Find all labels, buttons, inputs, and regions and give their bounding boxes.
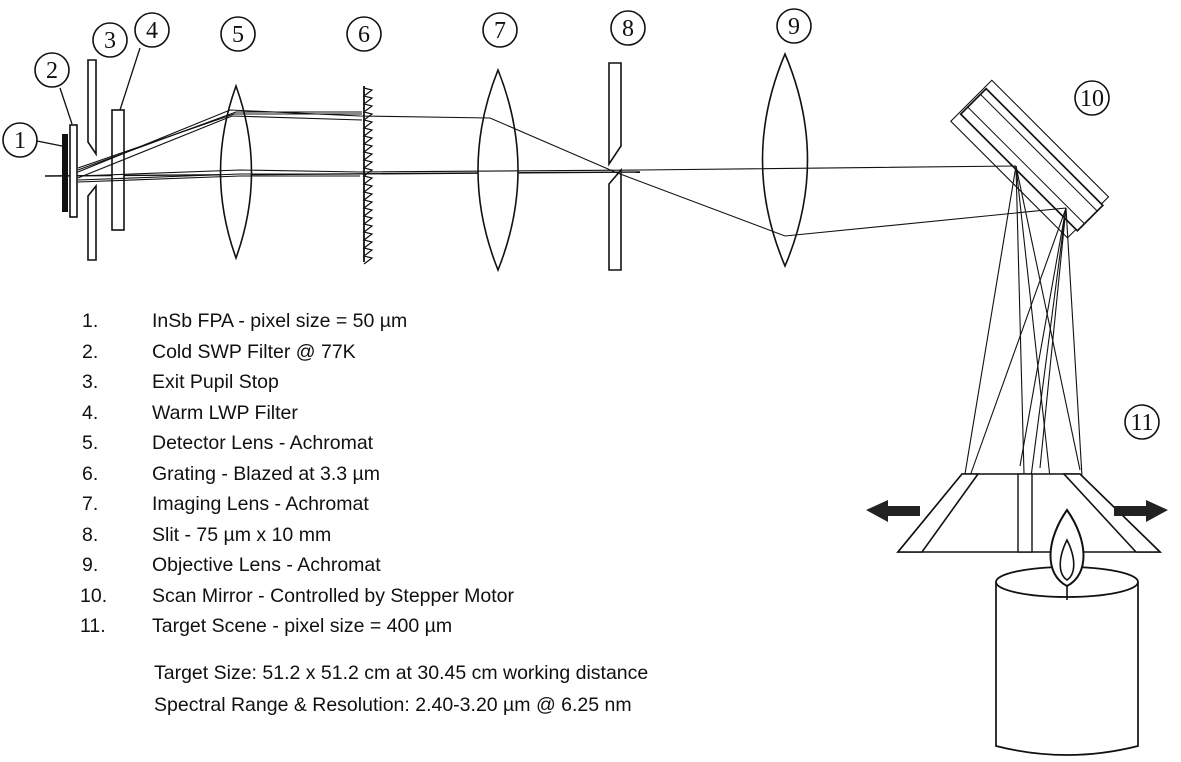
exit-pupil-stop	[87, 59, 97, 261]
callout-1: 1	[2, 122, 38, 158]
target-scene-stage	[896, 473, 1162, 553]
blazed-grating	[362, 86, 374, 265]
callout-label: 3	[104, 28, 116, 54]
callout-7: 7	[482, 12, 518, 48]
callout-8: 8	[610, 10, 646, 46]
callout-10: 10	[1074, 80, 1110, 116]
callout-label: 7	[494, 18, 506, 44]
callout-4: 4	[134, 12, 170, 48]
cold-swp-filter	[69, 124, 78, 218]
fpa-detector	[31, 134, 68, 212]
callout-11: 11	[1124, 404, 1160, 440]
callout-6: 6	[346, 16, 382, 52]
callout-9: 9	[776, 8, 812, 44]
callout-group: 1 2 3 4 5 6 7 8 9 10 11	[2, 8, 1160, 440]
objective-lens	[761, 51, 809, 269]
warm-lwp-filter	[111, 109, 125, 231]
callout-label: 2	[46, 58, 58, 84]
candle-icon	[995, 508, 1139, 756]
arrow-right-icon	[1114, 500, 1168, 522]
callout-3: 3	[92, 22, 128, 58]
slit	[608, 62, 622, 271]
callout-label: 9	[788, 14, 800, 40]
callout-label: 6	[358, 22, 370, 48]
light-rays	[77, 109, 1085, 511]
detector-lens	[219, 83, 253, 261]
callout-label: 1	[14, 128, 26, 154]
callout-5: 5	[220, 16, 256, 52]
arrow-left-icon	[866, 500, 920, 522]
callout-label: 11	[1130, 410, 1153, 436]
callout-label: 5	[232, 22, 244, 48]
callout-label: 8	[622, 16, 634, 42]
scan-mirror	[950, 79, 1110, 239]
callout-2: 2	[34, 52, 70, 88]
callout-label: 10	[1080, 86, 1104, 112]
callout-label: 4	[146, 18, 158, 44]
imaging-lens	[477, 67, 519, 273]
